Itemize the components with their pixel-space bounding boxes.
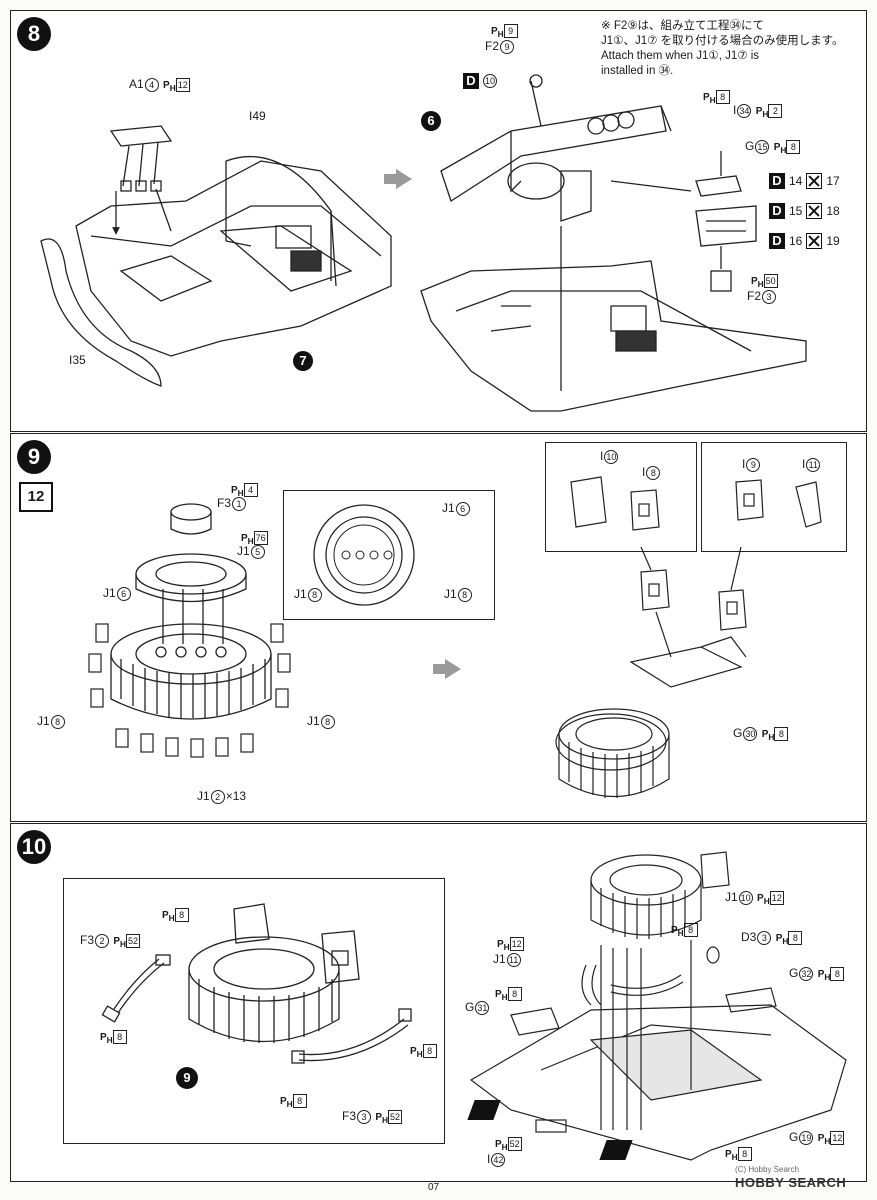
page-number: 07 (428, 1182, 440, 1193)
label-i35: I35 (69, 353, 86, 367)
step-number: 9 (17, 440, 51, 474)
bracket-assembly-drawing (555, 476, 822, 771)
sub-assembly-9: 9 (176, 1067, 198, 1089)
flow-arrow (433, 659, 461, 679)
copyright: (C) Hobby Search (735, 1165, 800, 1174)
roller-exploded-drawing (88, 503, 291, 758)
flow-arrow (384, 169, 412, 189)
assembly-note: ※ F2⑨は、組み立て工程㉞にて J1①、J1⑦ を取り付ける場合のみ使用します… (601, 20, 844, 77)
step-number: 8 (17, 17, 51, 51)
watermark: HOBBY SEARCH (735, 1175, 847, 1190)
assembled-roller-drawing (558, 708, 670, 798)
step-number: 10 (17, 830, 51, 864)
ph-badge: 12 (19, 482, 53, 512)
chassis-assembly-drawing (469, 851, 847, 1161)
dashboard-assembly-drawing (420, 74, 807, 412)
label-i49: I49 (249, 109, 266, 123)
sub-assembly-6: 6 (421, 111, 441, 131)
sub-assembly-7: 7 (293, 351, 313, 371)
step-9-panel: 9 12 (10, 433, 867, 822)
floor-pan-drawing (40, 125, 392, 387)
